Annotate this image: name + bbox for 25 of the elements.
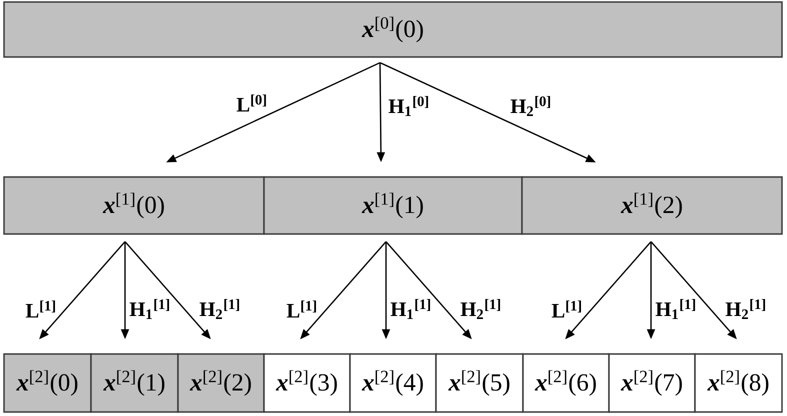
signal-box: x$^{[2]}$(3) bbox=[263, 353, 351, 413]
signal-box: x$^{[2]}$(1) bbox=[90, 353, 179, 413]
signal-box: x$^{[2]}$(5) bbox=[435, 353, 524, 413]
signal-box: x$^{[1]}$(2) bbox=[521, 176, 783, 235]
edge-label: H$_{2}$[1] bbox=[726, 299, 766, 319]
edge-label: L$^{[0]}$ bbox=[236, 94, 266, 112]
edge-label: L$^{[1]}$ bbox=[286, 300, 316, 318]
signal-box: x$^{[2]}$(0) bbox=[3, 353, 92, 413]
signal-box: x$^{[2]}$(7) bbox=[608, 353, 696, 413]
signal-box: x$^{[1]}$(1) bbox=[263, 176, 523, 235]
edge-label: H$_{2}$[1] bbox=[460, 299, 500, 319]
edge-label: H$_{2}$[1] bbox=[200, 299, 240, 319]
signal-box: x$^{[2]}$(8) bbox=[694, 353, 783, 413]
signal-box: x$^{[2]}$(6) bbox=[522, 353, 610, 413]
edge-label: L$^{[1]}$ bbox=[26, 300, 55, 318]
signal-box: x$^{[1]}$(0) bbox=[3, 176, 265, 235]
edge-label: H$_{1}$[1] bbox=[656, 299, 696, 319]
edge-label: H$_{1}$[1] bbox=[130, 299, 170, 319]
edge-label: H$_{2}$[0] bbox=[510, 96, 550, 116]
edge-label: H$_{1}$[0] bbox=[388, 96, 428, 116]
edge-label: H$_{1}$[1] bbox=[390, 299, 430, 319]
signal-box: x$^{[0]}$(0) bbox=[3, 1, 783, 58]
signal-box: x$^{[2]}$(2) bbox=[177, 353, 265, 413]
edge-label: L$^{[1]}$ bbox=[552, 300, 581, 318]
signal-box: x$^{[2]}$(4) bbox=[349, 353, 437, 413]
